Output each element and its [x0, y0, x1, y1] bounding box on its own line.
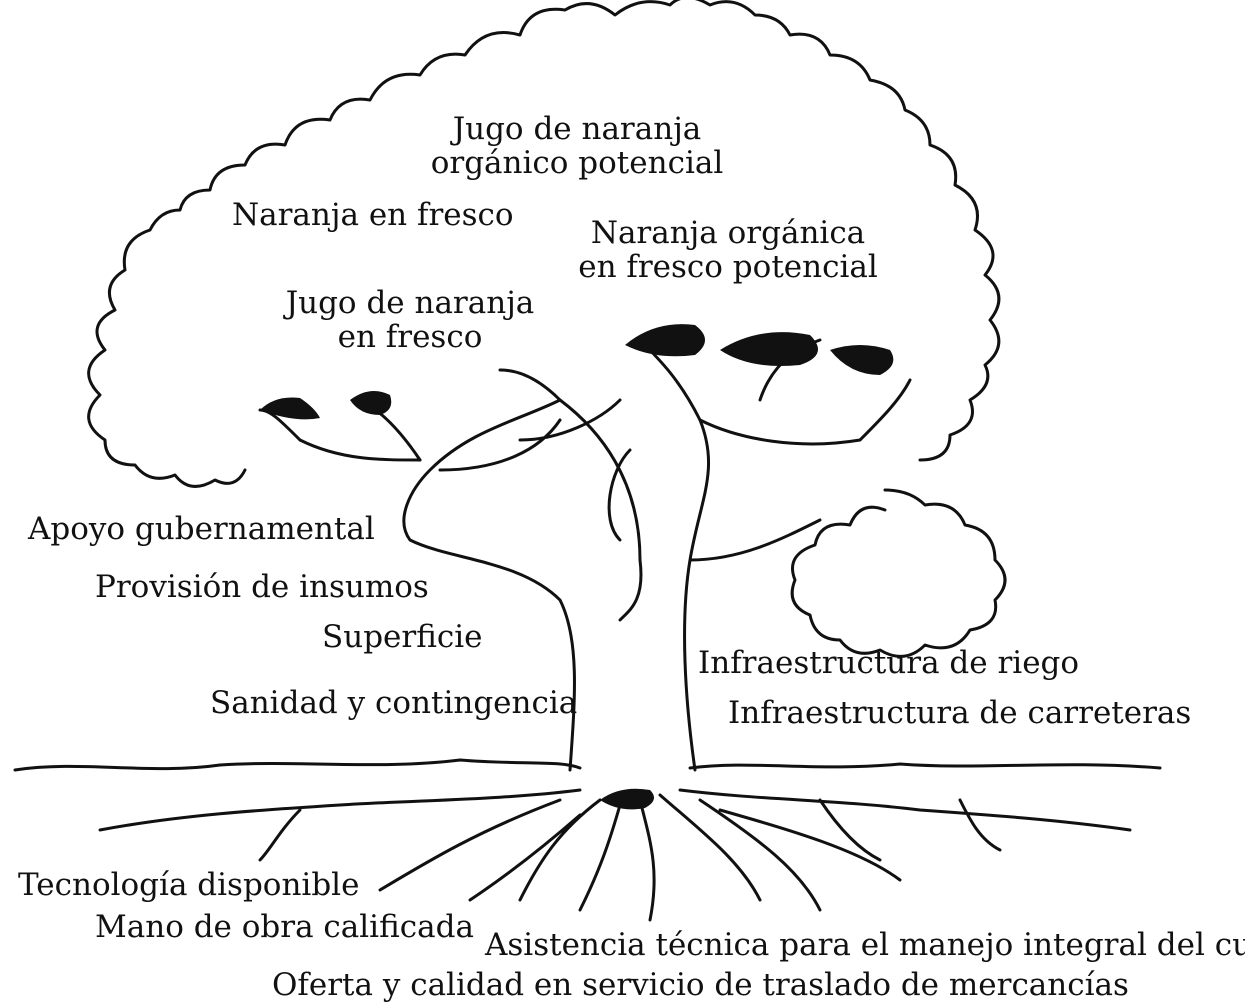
- label-sanidad-contingencia: Sanidad y contingencia: [210, 686, 577, 720]
- label-apoyo-gubernamental: Apoyo gubernamental: [28, 512, 375, 546]
- label-jugo-fresco: Jugo de naranja en fresco: [270, 286, 550, 354]
- label-mano-obra: Mano de obra calificada: [95, 910, 474, 944]
- label-provision-insumos: Provisión de insumos: [95, 570, 429, 604]
- label-tecnologia-disponible: Tecnología disponible: [18, 868, 359, 902]
- label-jugo-organico: Jugo de naranja orgánico potencial: [412, 112, 742, 180]
- ground-line: [15, 760, 1160, 770]
- label-asistencia-tecnica: Asistencia técnica para el manejo integr…: [485, 928, 1245, 962]
- label-jugo-organico-line2: orgánico potencial: [412, 146, 742, 180]
- label-infraestructura-riego: Infraestructura de riego: [698, 646, 1079, 680]
- label-jugo-fresco-line2: en fresco: [270, 320, 550, 354]
- label-superficie: Superficie: [322, 620, 483, 654]
- label-jugo-fresco-line1: Jugo de naranja: [270, 286, 550, 320]
- label-naranja-organica-line2: en fresco potencial: [568, 250, 888, 284]
- label-naranja-organica-line1: Naranja orgánica: [568, 216, 888, 250]
- label-infraestructura-carreteras: Infraestructura de carreteras: [728, 696, 1191, 730]
- label-oferta-calidad: Oferta y calidad en servicio de traslado…: [272, 968, 1129, 1002]
- shaded-foliage: [260, 324, 893, 809]
- label-jugo-organico-line1: Jugo de naranja: [412, 112, 742, 146]
- label-naranja-organica: Naranja orgánica en fresco potencial: [568, 216, 888, 284]
- label-naranja-fresco: Naranja en fresco: [232, 198, 514, 232]
